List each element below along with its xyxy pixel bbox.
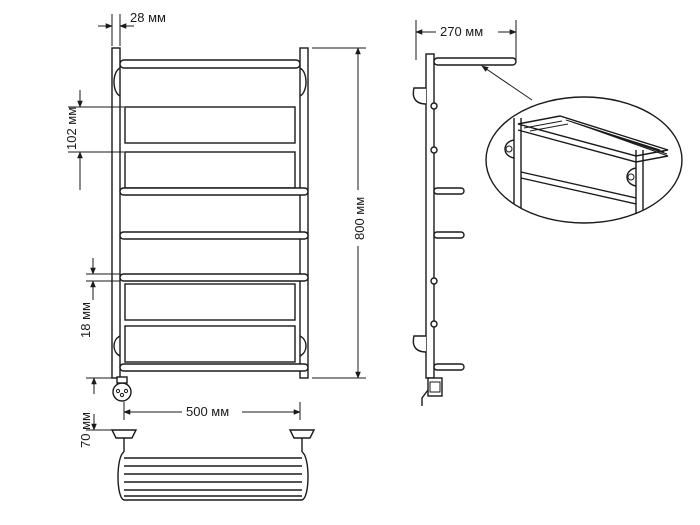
dim-bar-spacing-label: 28 мм	[130, 10, 166, 25]
heater-connector	[112, 382, 132, 402]
loop-1	[124, 106, 296, 144]
dim-gap-label: 102 мм	[64, 107, 79, 150]
top-left-bracket	[113, 67, 121, 97]
bar-3	[119, 273, 309, 282]
dim-depth-label: 270 мм	[440, 24, 483, 39]
shelf-left-mount	[110, 429, 138, 439]
bottom-bar	[119, 363, 309, 372]
left-side-tube	[111, 47, 121, 379]
top-bar	[119, 59, 301, 69]
upper-wall-bracket	[412, 87, 427, 105]
detail-callout	[485, 96, 683, 224]
shelf-view	[110, 429, 316, 501]
top-right-bracket	[299, 67, 307, 97]
bottom-left-bracket	[113, 335, 121, 357]
loop-2	[124, 151, 296, 189]
shelf-arm	[433, 57, 517, 66]
dim-shelf-offset-label: 70 мм	[78, 412, 93, 448]
lower-wall-bracket	[412, 335, 427, 353]
detail-ellipse	[485, 96, 683, 224]
side-view: 270 мм	[412, 20, 533, 406]
loop-3	[124, 283, 296, 321]
bar-1	[119, 187, 309, 196]
dim-bar-diameter-label: 18 мм	[78, 302, 93, 338]
dim-height-label: 800 мм	[352, 197, 367, 240]
bottom-right-bracket	[299, 335, 307, 357]
front-view: 28 мм 102 мм 18 мм 70 мм 500 мм 800 мм	[64, 10, 367, 448]
shelf-frame	[117, 451, 309, 501]
bar-2	[119, 231, 309, 240]
right-side-tube	[299, 47, 309, 379]
shelf-right-mount	[288, 429, 316, 439]
dim-width-label: 500 мм	[186, 404, 229, 419]
loop-4	[124, 325, 296, 363]
